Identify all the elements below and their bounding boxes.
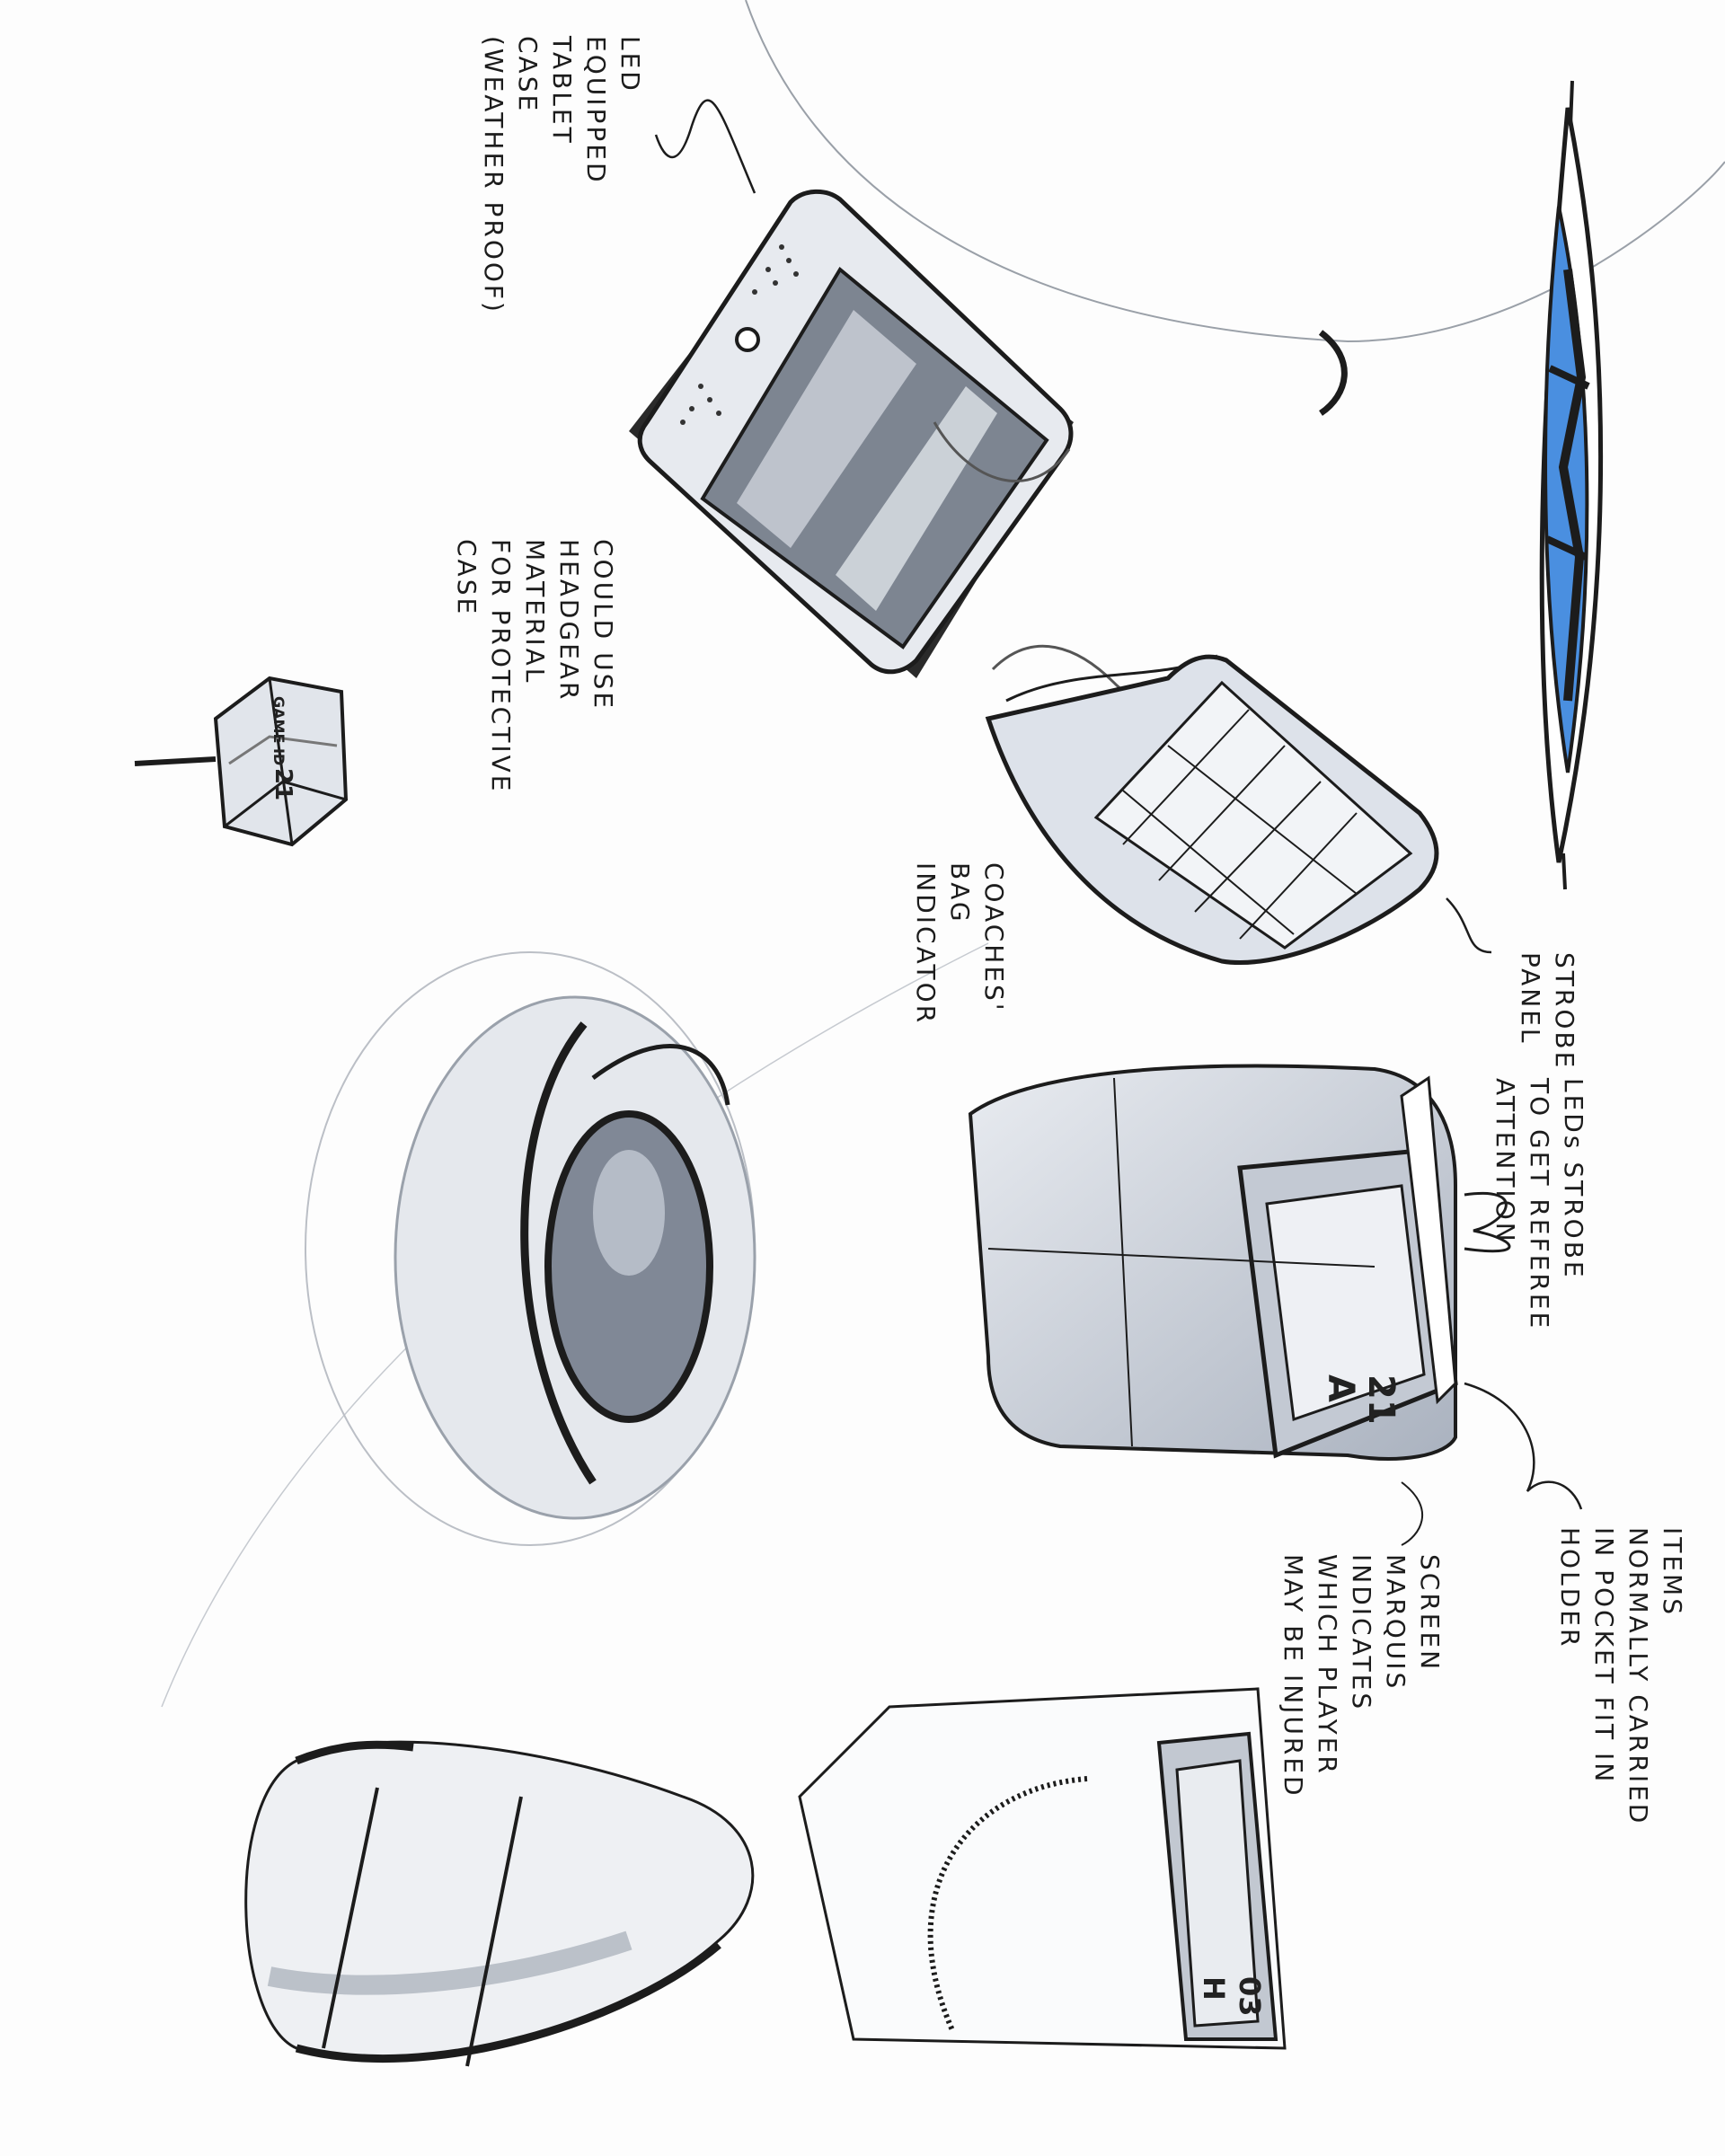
bag-indicator-sketch — [985, 644, 1439, 965]
headgear-note: COULD USE HEADGEAR MATERIAL FOR PROTECTI… — [452, 539, 618, 794]
holder-letter-label: A — [1320, 1374, 1361, 1402]
screen-marquis-note: SCREEN MARQUIS INDICATES WHICH PLAYER MA… — [1278, 1554, 1445, 1798]
pocket-holder-sketch — [968, 1064, 1458, 1461]
oval-device-sketch — [305, 951, 756, 1546]
bottom-letter-label: H — [1197, 1976, 1231, 2001]
screen-box-sketch — [798, 1687, 1287, 2050]
coaches-bag-note: COACHES' BAG INDICATOR — [911, 862, 1009, 1026]
leds-strobe-note: LEDs STROBE TO GET REFEREE ATTENTION — [1491, 1078, 1588, 1331]
cube-number-label: 21 — [270, 768, 296, 801]
strobe-panel-note: STROBE PANEL — [1516, 952, 1579, 1071]
tablet-case-note: LED EQUIPPED TABLET CASE (WEATHER PROOF) — [479, 36, 645, 314]
items-pocket-note: ITEMS NORMALLY CARRIED IN POCKET FIT IN … — [1555, 1527, 1687, 1826]
tablet-case-sketch — [629, 189, 1074, 678]
egg-device-sketch — [244, 1740, 755, 2067]
holder-number-label: 21 — [1360, 1374, 1402, 1425]
cube-tag-sketch — [134, 676, 349, 847]
bottom-number-label: 03 — [1233, 1976, 1267, 2017]
blue-sensor-sketch — [1539, 80, 1604, 890]
cube-top-label: GAME ID — [270, 696, 288, 766]
